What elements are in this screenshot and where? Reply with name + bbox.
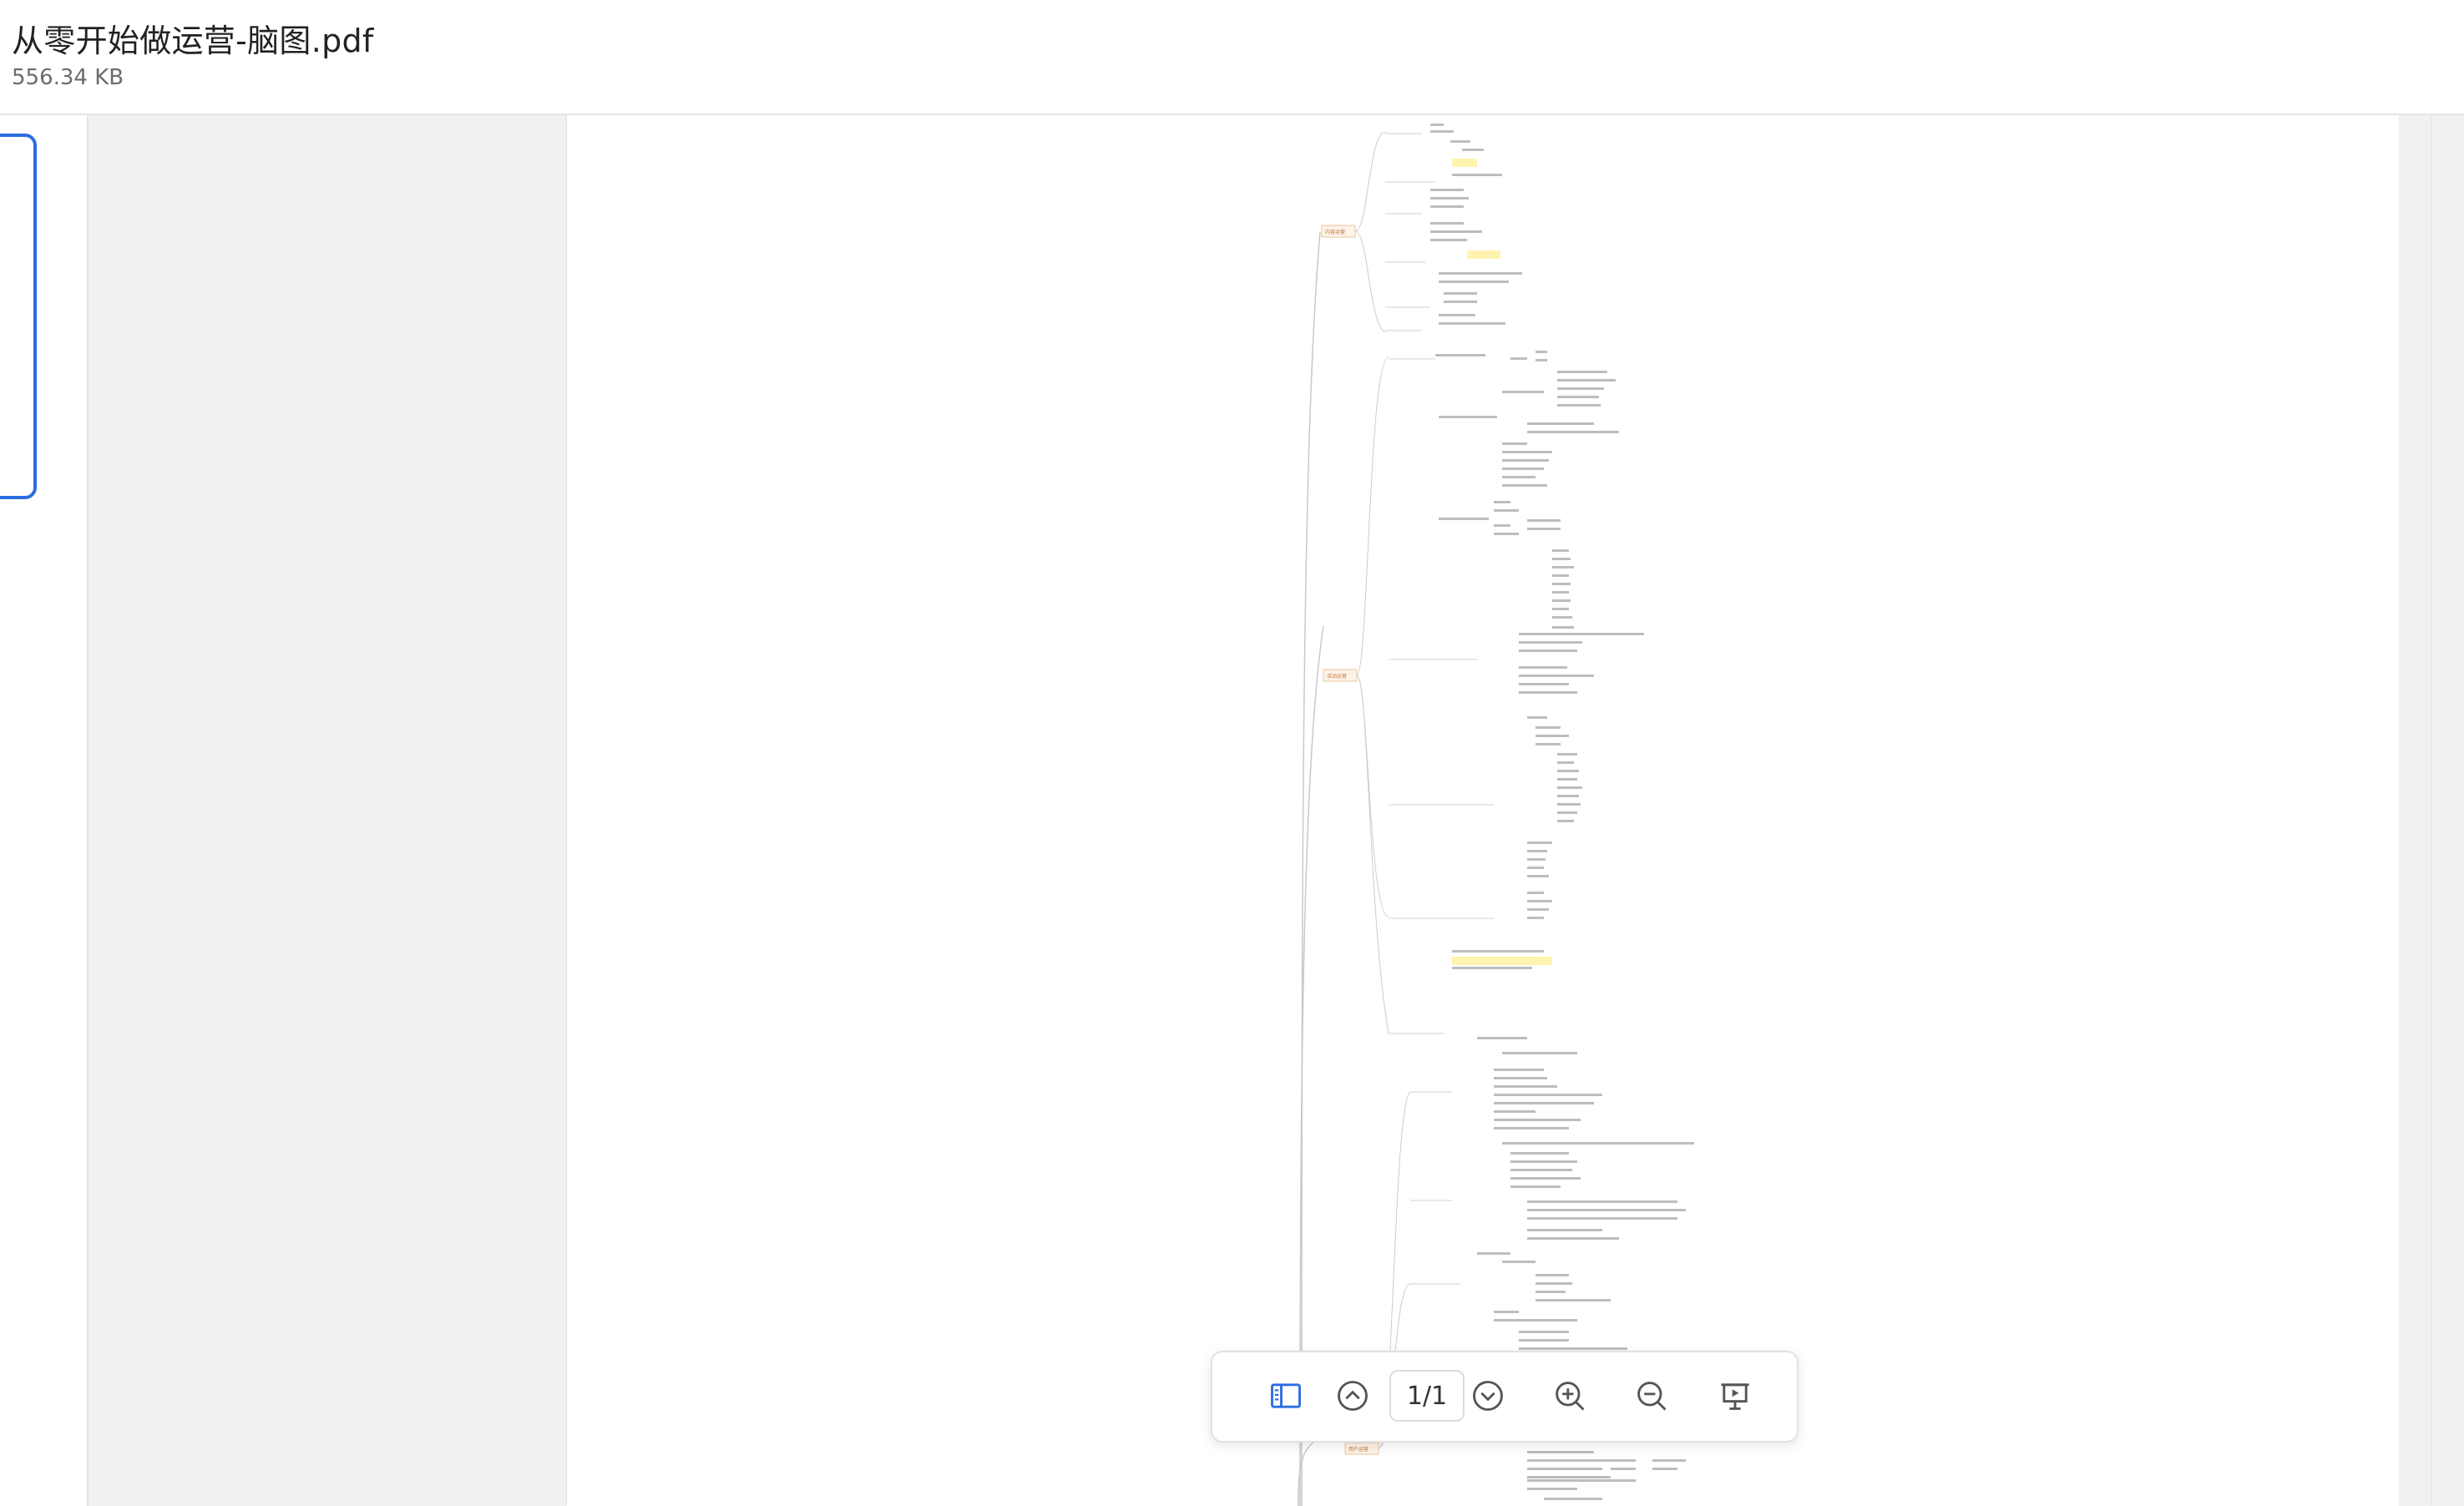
zoom-in-button[interactable] bbox=[1546, 1372, 1593, 1419]
branch-label-3: 用户运营 bbox=[1348, 1446, 1369, 1453]
page-down-icon bbox=[1473, 1381, 1503, 1411]
file-header: 从零开始做运营-脑图.pdf 556.34 KB bbox=[0, 0, 2464, 115]
page-indicator[interactable]: 1/1 bbox=[1389, 1370, 1465, 1422]
file-name: 从零开始做运营-脑图.pdf bbox=[12, 23, 374, 59]
page-up-icon bbox=[1338, 1381, 1368, 1411]
file-size: 556.34 KB bbox=[12, 65, 124, 90]
pdf-viewer[interactable]: 内容运营 活动运营 bbox=[89, 115, 2464, 1506]
viewer-toolbar: 1/1 bbox=[1211, 1351, 1799, 1443]
next-page-button[interactable] bbox=[1465, 1372, 1511, 1419]
sidebar-toggle-icon bbox=[1271, 1383, 1301, 1408]
pdf-page: 内容运营 活动运营 bbox=[567, 115, 2431, 1506]
zoom-out-icon bbox=[1637, 1382, 1667, 1411]
zoom-out-button[interactable] bbox=[1628, 1372, 1675, 1419]
page-thumbnail-selected[interactable] bbox=[0, 134, 37, 499]
mindmap-content: 内容运营 活动运营 bbox=[1298, 124, 1694, 1506]
previous-page-button[interactable] bbox=[1329, 1372, 1376, 1419]
page-gutter bbox=[2399, 115, 2431, 1506]
branch-label-2: 活动运营 bbox=[1327, 673, 1347, 680]
presentation-icon bbox=[1721, 1383, 1749, 1410]
presentation-button[interactable] bbox=[1712, 1372, 1758, 1419]
sidebar-toggle-button[interactable] bbox=[1262, 1372, 1309, 1419]
branch-label-1: 内容运营 bbox=[1325, 229, 1345, 235]
zoom-in-icon bbox=[1556, 1382, 1585, 1411]
thumbnail-sidebar bbox=[0, 115, 89, 1506]
